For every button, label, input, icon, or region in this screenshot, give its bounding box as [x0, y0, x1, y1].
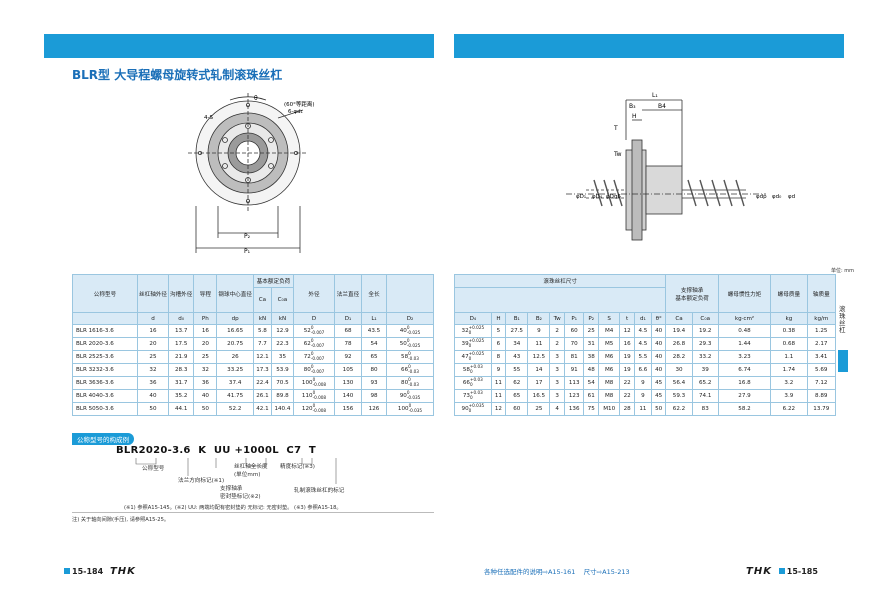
page-number: 15-184 THK — [64, 566, 136, 577]
column-header: P₂ — [583, 312, 599, 325]
label-p1: P₁ — [244, 248, 251, 255]
left-spec-table: 公称型号 丝杠轴外径 沟槽外径 导程 钢球中心直径 基本额定负荷 外径 法兰直径… — [72, 274, 434, 416]
label-D4: φD₄ — [592, 194, 603, 200]
header-model: 公称型号 — [72, 274, 138, 313]
left-page: BLR型 大导程螺母旋转式轧制滚珠丝杠 θ (60°等距离) 6-φd₁ 4-S — [28, 0, 446, 596]
header-bar — [44, 34, 434, 58]
side-text: 滚珠丝杠 — [839, 305, 846, 334]
label-H: H — [632, 113, 637, 120]
right-page: L₁ B4 B₃ H T Tw φD₁ φD₄ φDg6 φdp φd₀ φd … — [446, 0, 864, 596]
side-tab — [838, 350, 848, 372]
label-d: φd — [788, 194, 795, 200]
label-p2: P₂ — [244, 233, 251, 240]
label-B3: B₃ — [629, 103, 636, 110]
label-rolled: 轧制滚珠丝杠的标记 — [294, 488, 345, 494]
page-number: THK 15-185 — [746, 566, 818, 577]
label-dp: φdp — [756, 194, 767, 200]
label-angle: (60°等距离) — [284, 100, 315, 108]
column-header: kg/m — [806, 312, 837, 325]
label-theta: θ — [254, 95, 258, 102]
clearance-note: 注) 关于轴向间隙(手压), 请参照A15-25。 — [72, 517, 170, 523]
label-Tw: Tw — [613, 151, 622, 158]
label-holes: 6-φd₁ — [288, 109, 303, 115]
label-accuracy: 精度标记(※3) — [280, 464, 315, 470]
header-bar — [454, 34, 844, 58]
column-header: d₁ — [633, 312, 652, 325]
label-model: 公称型号 — [142, 466, 165, 472]
thk-logo: THK — [746, 566, 772, 577]
column-header: H — [490, 312, 507, 325]
column-header: t — [619, 312, 635, 325]
label-screws: 4-S — [204, 115, 213, 121]
column-header: B₁ — [505, 312, 529, 325]
footer-link[interactable]: 各种任选配件的说明⇨A15-161 尺寸⇨A15-213 — [484, 568, 630, 576]
composition-code: BLR2020-3.6 K UU +1000L C7 T — [116, 445, 317, 456]
label-d0: φd₀ — [772, 194, 782, 200]
column-header: θ° — [650, 312, 667, 325]
column-header: Tw — [549, 312, 565, 325]
column-header: kg·cm² — [717, 312, 772, 325]
label-L1: L₁ — [652, 92, 658, 99]
label-flange: 法兰方向标记(※1) — [178, 478, 225, 484]
composition-pill: 公称型号的构成例 — [72, 433, 134, 445]
column-header: S — [597, 312, 621, 325]
front-view-drawing: θ (60°等距离) 6-φd₁ 4-S P₂ P₁ — [188, 93, 315, 255]
unit-label: 单位: mm — [830, 268, 854, 274]
column-header: D₄ — [454, 312, 492, 325]
section-title: BLR型 大导程螺母旋转式轧制滚珠丝杠 — [72, 68, 283, 82]
label-seal: 支撑轴承 密封垫标记(※2) — [220, 486, 261, 500]
label-T: T — [613, 125, 618, 132]
label-length: 丝杠轴全长度 (单位mm) — [234, 464, 268, 478]
label-D1: φD₁ — [576, 194, 586, 200]
thk-logo: THK — [109, 566, 136, 577]
side-view-drawing: L₁ B4 B₃ H T Tw φD₁ φD₄ φDg6 φdp φd₀ φd — [566, 92, 795, 241]
label-B4: B4 — [658, 103, 666, 110]
column-header: Ca — [665, 312, 693, 325]
column-header: kg — [770, 312, 808, 325]
composition-leaders — [135, 458, 337, 484]
column-header: C₀a — [691, 312, 719, 325]
header-group: 滚珠丝杠尺寸 — [453, 274, 667, 288]
composition-refs: (※1) 参照A15-145。(※2) UU: 两端均配有密封垫的 无标记: 无… — [124, 505, 342, 511]
column-header: P₁ — [563, 312, 585, 325]
label-Dg: φDg6 — [606, 194, 621, 200]
column-header: B₂ — [527, 312, 551, 325]
